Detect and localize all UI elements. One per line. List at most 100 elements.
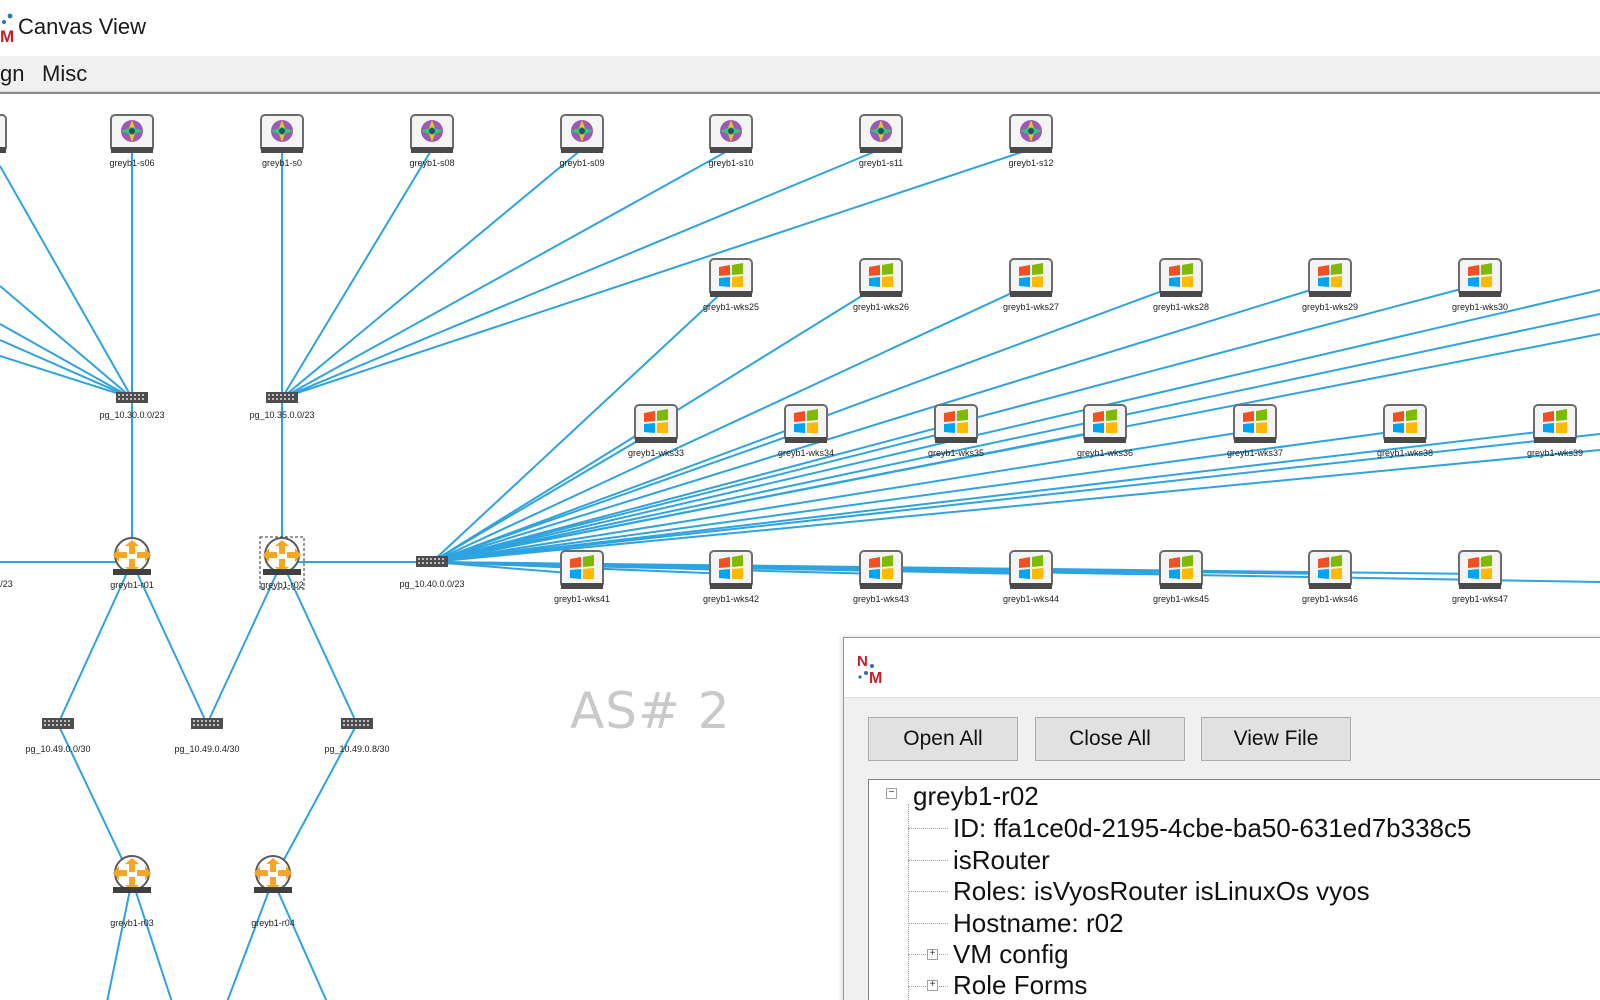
tree-item-role-forms[interactable]: Role Forms xyxy=(953,970,1088,1000)
workstation-node[interactable]: greyb1-wks34 xyxy=(778,404,834,458)
open-all-button[interactable]: Open All xyxy=(868,717,1018,761)
workstation-node[interactable]: greyb1-wks35 xyxy=(928,404,984,458)
node-label: greyb1-s12 xyxy=(1008,158,1053,168)
workstation-node[interactable]: greyb1-wks39 xyxy=(1527,404,1583,458)
node-label: greyb1-wks46 xyxy=(1302,594,1358,604)
workstation-node[interactable]: greyb1-wks47 xyxy=(1452,550,1508,604)
tree-item-hostname[interactable]: Hostname: r02 xyxy=(953,908,1124,938)
server-node[interactable]: greyb1-s06 xyxy=(109,114,155,168)
tree-item-roles[interactable]: Roles: isVyosRouter isLinuxOs vyos xyxy=(953,876,1370,906)
switch-node[interactable]: pg_10.35.0.0/23 xyxy=(249,392,315,420)
switch-node[interactable]: pg_10.49.0.4/30 xyxy=(174,718,240,754)
node-label: pg_10.35.0.0/23 xyxy=(249,410,314,420)
window-title: Canvas View xyxy=(18,14,146,39)
server-node[interactable]: greyb1-s10 xyxy=(708,114,754,168)
app-logo-icon: N M xyxy=(857,653,882,685)
workstation-node[interactable]: greyb1-wks25 xyxy=(703,258,759,312)
workstation-node[interactable]: greyb1-wks29 xyxy=(1302,258,1358,312)
node-info-panel[interactable]: N M Open All Close All View File − greyb… xyxy=(843,637,1600,1000)
workstation-node[interactable]: greyb1-wks37 xyxy=(1227,404,1283,458)
workstation-node[interactable]: greyb1-wks33 xyxy=(628,404,684,458)
tree-item-id[interactable]: ID: ffa1ce0d-2195-4cbe-ba50-631ed7b338c5 xyxy=(953,813,1472,843)
network-canvas[interactable]: 5 greyb1-s06 greyb1-s0 greyb1-s08 greyb1… xyxy=(0,92,1600,1000)
workstation-node[interactable]: greyb1-wks45 xyxy=(1153,550,1209,604)
tree-root-node[interactable]: greyb1-r02 xyxy=(913,781,1039,811)
node-label: pg_10.49.0.8/30 xyxy=(324,744,389,754)
app-logo-icon: M xyxy=(0,13,14,44)
workstation-node[interactable]: greyb1-wks43 xyxy=(853,550,909,604)
node-label: greyb1-r04 xyxy=(251,918,295,928)
panel-header: N M xyxy=(844,638,1600,698)
node-label: greyb1-s09 xyxy=(559,158,604,168)
router-node-selected[interactable]: greyb1-r02 xyxy=(259,536,305,590)
node-label: greyb1-wks44 xyxy=(1003,594,1059,604)
server-node[interactable]: greyb1-s12 xyxy=(1008,114,1054,168)
workstation-node[interactable]: greyb1-wks36 xyxy=(1077,404,1133,458)
menu-item-misc[interactable]: Misc xyxy=(42,61,88,86)
node-label: greyb1-wks38 xyxy=(1377,448,1433,458)
node-label: greyb1-r03 xyxy=(110,918,154,928)
node-label: greyb1-s08 xyxy=(409,158,454,168)
node-label: greyb1-wks33 xyxy=(628,448,684,458)
node-label: greyb1-wks47 xyxy=(1452,594,1508,604)
view-file-button[interactable]: View File xyxy=(1201,717,1351,761)
collapse-icon[interactable]: − xyxy=(886,788,897,799)
node-label: greyb1-wks27 xyxy=(1003,302,1059,312)
workstation-node[interactable]: greyb1-wks30 xyxy=(1452,258,1508,312)
tree-item-vm-config[interactable]: VM config xyxy=(953,939,1069,969)
node-label: pg_10.40.0.0/23 xyxy=(399,579,464,589)
node-label: greyb1-wks25 xyxy=(703,302,759,312)
node-label: greyb1-r01 xyxy=(110,580,154,590)
node-label: greyb1-wks41 xyxy=(554,594,610,604)
server-node[interactable]: greyb1-s11 xyxy=(859,114,903,168)
svg-text:M: M xyxy=(869,670,882,685)
workstation-node[interactable]: greyb1-wks44 xyxy=(1003,550,1059,604)
node-label: pg_10.49.0.0/30 xyxy=(25,744,90,754)
switch-node[interactable]: pg_10.49.0.8/30 xyxy=(324,718,390,754)
node-label: greyb1-s06 xyxy=(109,158,154,168)
workstation-node[interactable]: greyb1-wks46 xyxy=(1302,550,1358,604)
switch-node[interactable]: pg_10.30.0.0/23 xyxy=(99,392,165,420)
node-label: greyb1-s10 xyxy=(708,158,753,168)
menu-bar: gn Misc xyxy=(0,56,1600,92)
node-label: greyb1-wks35 xyxy=(928,448,984,458)
switch-node-label-partial: 0/23 xyxy=(0,579,13,589)
node-label: greyb1-wks36 xyxy=(1077,448,1133,458)
workstation-node[interactable]: greyb1-wks38 xyxy=(1377,404,1433,458)
router-node[interactable]: greyb1-r04 xyxy=(251,855,295,928)
node-label: greyb1-wks43 xyxy=(853,594,909,604)
router-node[interactable]: greyb1-r03 xyxy=(110,855,154,928)
svg-text:M: M xyxy=(0,27,14,44)
node-label: greyb1-wks30 xyxy=(1452,302,1508,312)
link-layer xyxy=(0,148,1600,1000)
workstation-node[interactable]: greyb1-wks26 xyxy=(853,258,909,312)
network-graph[interactable]: 5 greyb1-s06 greyb1-s0 greyb1-s08 greyb1… xyxy=(0,94,1600,1000)
switch-node[interactable]: pg_10.40.0.0/23 xyxy=(399,556,465,589)
server-node[interactable]: greyb1-s09 xyxy=(559,114,605,168)
expand-icon[interactable]: + xyxy=(927,980,938,991)
node-label: greyb1-wks26 xyxy=(853,302,909,312)
tree-branch xyxy=(908,860,948,861)
server-node[interactable]: greyb1-s0 xyxy=(260,114,304,168)
server-node[interactable]: 5 xyxy=(0,114,7,168)
workstation-node[interactable]: greyb1-wks28 xyxy=(1153,258,1209,312)
workstation-node[interactable]: greyb1-wks41 xyxy=(554,550,610,604)
node-label: greyb1-s11 xyxy=(859,158,903,168)
node-label: greyb1-wks29 xyxy=(1302,302,1358,312)
router-node[interactable]: greyb1-r01 xyxy=(110,537,154,590)
properties-tree[interactable]: − greyb1-r02 ID: ffa1ce0d-2195-4cbe-ba50… xyxy=(868,779,1600,1000)
menu-item-design[interactable]: gn xyxy=(0,61,25,86)
close-all-button[interactable]: Close All xyxy=(1035,717,1185,761)
tree-item-is-router[interactable]: isRouter xyxy=(953,845,1050,875)
workstation-node[interactable]: greyb1-wks27 xyxy=(1003,258,1059,312)
workstation-node[interactable]: greyb1-wks42 xyxy=(703,550,759,604)
node-label: pg_10.30.0.0/23 xyxy=(99,410,164,420)
expand-icon[interactable]: + xyxy=(927,949,938,960)
svg-text:N: N xyxy=(857,653,868,670)
server-node[interactable]: greyb1-s08 xyxy=(409,114,455,168)
switch-node[interactable]: pg_10.49.0.0/30 xyxy=(25,718,91,754)
node-label: 0/23 xyxy=(0,579,13,589)
title-bar: M Canvas View xyxy=(0,0,1600,56)
node-label: greyb1-wks39 xyxy=(1527,448,1583,458)
node-label: pg_10.49.0.4/30 xyxy=(174,744,239,754)
